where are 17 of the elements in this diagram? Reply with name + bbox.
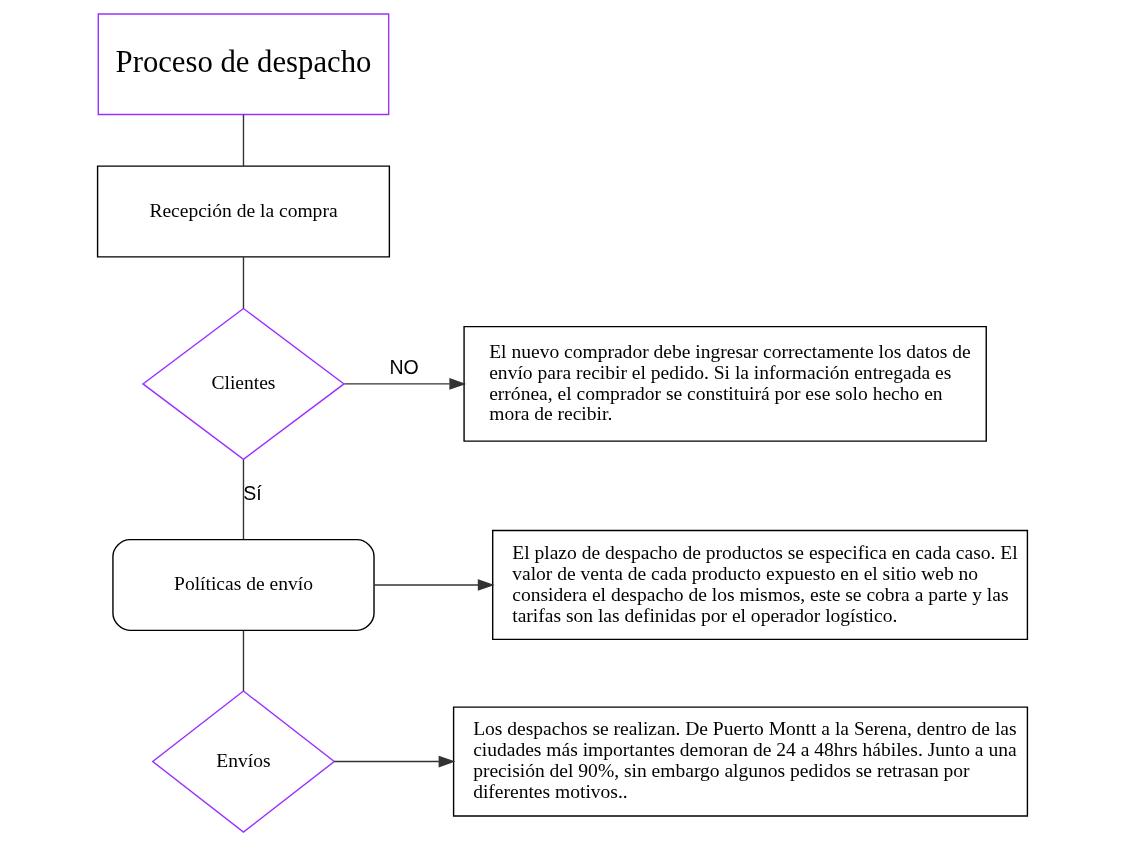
connector xyxy=(242,256,244,310)
connector xyxy=(242,459,244,540)
arrow xyxy=(343,378,466,390)
arrow xyxy=(372,579,495,591)
node-diamond: Envíos xyxy=(151,690,335,833)
connector xyxy=(242,113,244,167)
edge-label: Sí xyxy=(242,482,262,505)
arrow xyxy=(333,755,455,768)
node-box: Los despachos se realizan. De Puerto Montt a la Serena, dentro de las ciudades más importantes demoran de 24 a 48hrs hábiles. Junto a una precisión del 90%, sin embargo algunos pedidos se retrasan por diferentes motivos.. xyxy=(452,706,1028,817)
node-box: Recepción de la compra xyxy=(96,165,390,258)
node-box: Proceso de despacho xyxy=(97,13,389,116)
node-box: El plazo de despacho de productos se especifica en cada caso. El valor de venta de cada producto expuesto en el sitio web no considera el despacho de los mismos, este se cobra a parte y las tarifas son las definidas por el operador logístico. xyxy=(491,529,1028,641)
node-box: Políticas de envío xyxy=(111,538,375,632)
node-diamond: Clientes xyxy=(141,307,345,461)
node-box: El nuevo comprador debe ingresar correctamente los datos de envío para recibir el pedido. Si la información entregada es errónea, el comprador se constituirá por ese solo hecho en mora de recibir. xyxy=(462,325,987,442)
connector xyxy=(242,629,244,692)
edge-label: NO xyxy=(388,356,419,379)
